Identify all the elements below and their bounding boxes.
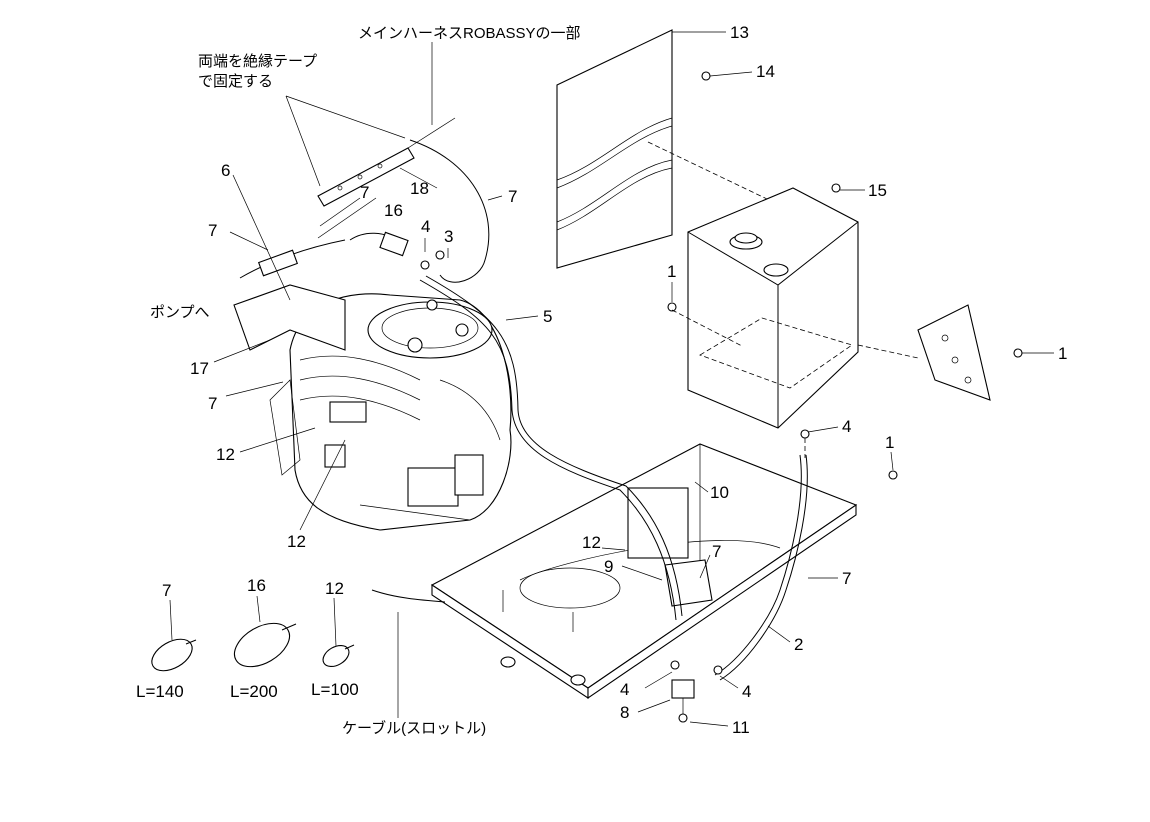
label-length-100: L=100 (311, 680, 359, 699)
band-100 (322, 644, 350, 668)
callout-12-engine: 12 (216, 445, 235, 464)
callout-6: 6 (221, 161, 230, 180)
callout-7-top: 7 (360, 183, 369, 202)
callout-18: 18 (410, 179, 429, 198)
callout-2: 2 (794, 635, 803, 654)
callout-numbers: 13 14 15 1 1 1 4 10 7 2 4 11 8 4 12 9 7 … (162, 23, 1067, 737)
fuel-hoses (233, 117, 808, 723)
label-tape-line2: で固定する (198, 73, 273, 90)
note-leaders (285, 42, 433, 718)
callout-8: 8 (620, 703, 629, 722)
note-labels: メインハーネスROBASSYの一部 両端を絶縁テープ で固定する ポンプへ ケー… (136, 25, 581, 737)
callout-16-band: 16 (247, 576, 266, 595)
callout-11: 11 (732, 718, 750, 737)
callout-7-center: 7 (712, 542, 721, 561)
callout-1-tank: 1 (667, 262, 676, 281)
label-to-pump: ポンプへ (150, 304, 210, 321)
fuel-tank-assembly (556, 29, 1023, 480)
callout-14: 14 (756, 62, 775, 81)
label-tape-line1: 両端を絶縁テープ (198, 53, 317, 70)
label-main-harness: メインハーネスROBASSYの一部 (358, 25, 581, 42)
callout-1-base: 1 (885, 433, 894, 452)
callout-4-right: 4 (742, 682, 751, 701)
callout-13: 13 (730, 23, 749, 42)
callout-9: 9 (604, 557, 613, 576)
band-140 (151, 638, 193, 672)
callout-17: 17 (190, 359, 209, 378)
cable-bands (151, 595, 355, 672)
callout-7-base: 7 (842, 569, 851, 588)
callout-7-band: 7 (162, 581, 171, 600)
label-cable-throttle: ケーブル(スロットル) (342, 719, 486, 737)
callout-7-left: 7 (208, 221, 217, 240)
callout-15: 15 (868, 181, 887, 200)
callout-4-left: 4 (620, 680, 629, 699)
band-200 (233, 622, 291, 668)
base-plate (430, 443, 858, 700)
label-length-140: L=140 (136, 682, 184, 701)
callout-12-lower: 12 (287, 532, 306, 551)
label-length-200: L=200 (230, 682, 278, 701)
callout-16: 16 (384, 201, 403, 220)
callout-12-base: 12 (582, 533, 601, 552)
callout-5: 5 (543, 307, 552, 326)
callout-4-engine: 4 (421, 217, 430, 236)
callout-4-tank: 4 (842, 417, 851, 436)
callout-1-bracket: 1 (1058, 344, 1067, 363)
callout-10: 10 (710, 483, 729, 502)
callout-7-engine: 7 (208, 394, 217, 413)
callout-12-band: 12 (325, 579, 344, 598)
callout-3: 3 (444, 227, 453, 246)
callout-7-hose: 7 (508, 187, 517, 206)
engine-assembly (269, 293, 512, 531)
callout-leaders (213, 31, 1054, 727)
